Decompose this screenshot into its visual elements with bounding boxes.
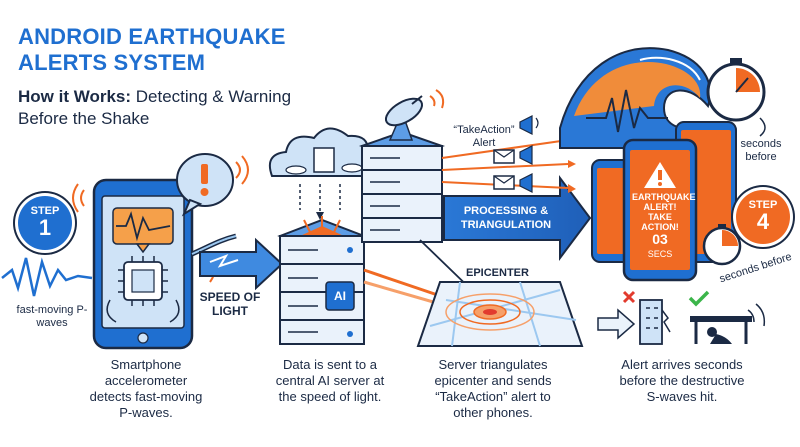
megaphone-icon: [519, 145, 533, 165]
phone-alert-count: 03: [652, 231, 668, 247]
tsunami-wave: [559, 47, 711, 149]
takeaction-label: “TakeAction” Alert: [453, 124, 515, 149]
step-1-number: 1: [38, 215, 52, 240]
building-icon: [639, 299, 671, 345]
caption-step-4: Alert arrives seconds before the destruc…: [619, 357, 745, 404]
phone-alert-unit: SECS: [647, 249, 673, 259]
subtitle-rest: Detecting & Warning Before the Shake: [18, 87, 292, 128]
step-4-number: 4: [756, 209, 770, 234]
p-wave-signal: [1, 257, 93, 297]
step-4-badge: STEP 4: [736, 190, 790, 244]
megaphone-icon: [519, 173, 533, 193]
warning-bubble: [176, 153, 234, 217]
stopwatch-icon: [706, 58, 766, 122]
subtitle-bold: How it Works:: [18, 87, 132, 106]
alert-phone-center: [622, 138, 698, 282]
red-x-icon: [622, 290, 636, 304]
caption-step-1: Smartphone accelerometer detects fast-mo…: [89, 357, 203, 420]
caption-step-3: Server triangulates epicenter and sends …: [434, 357, 552, 420]
ai-server: [277, 218, 367, 345]
phone-detector: [92, 178, 194, 350]
p-waves-label: fast-moving P-waves: [16, 304, 88, 329]
phone-alert-message: EARTHQUAKE ALERT! TAKE ACTION!: [632, 192, 696, 232]
caption-step-2: Data is sent to a central AI server at t…: [275, 357, 385, 404]
ai-chip-label: AI: [334, 289, 346, 303]
processing-arrow: [443, 175, 592, 261]
envelope-icon: [493, 149, 515, 164]
step-1-badge: STEP 1: [18, 196, 72, 250]
step-4-word: STEP: [748, 199, 778, 211]
person-under-table-icon: [690, 316, 752, 344]
epicenter-map: [416, 281, 584, 347]
seconds-before-top-label: seconds before: [740, 138, 782, 163]
page-subtitle: How it Works: Detecting & Warning Before…: [18, 86, 298, 130]
outline-arrow-icon: [597, 308, 636, 340]
green-check-icon: [688, 290, 710, 307]
seismograph-line: [586, 89, 668, 133]
speed-of-light-arrow: [199, 237, 284, 291]
processing-server: [358, 130, 446, 243]
satellite-dish-icon: [384, 89, 445, 141]
step-1-word: STEP: [30, 205, 60, 217]
processing-label: PROCESSING & TRIANGULATION: [460, 205, 552, 231]
page-title: ANDROID EARTHQUAKE ALERTS SYSTEM: [18, 24, 286, 75]
megaphone-icon: [519, 115, 539, 135]
stopwatch-small-icon: [702, 224, 742, 266]
epicenter-label: EPICENTER: [466, 267, 529, 279]
speed-of-light-label: SPEED OF LIGHT: [199, 290, 261, 318]
envelope-icon: [493, 175, 515, 190]
